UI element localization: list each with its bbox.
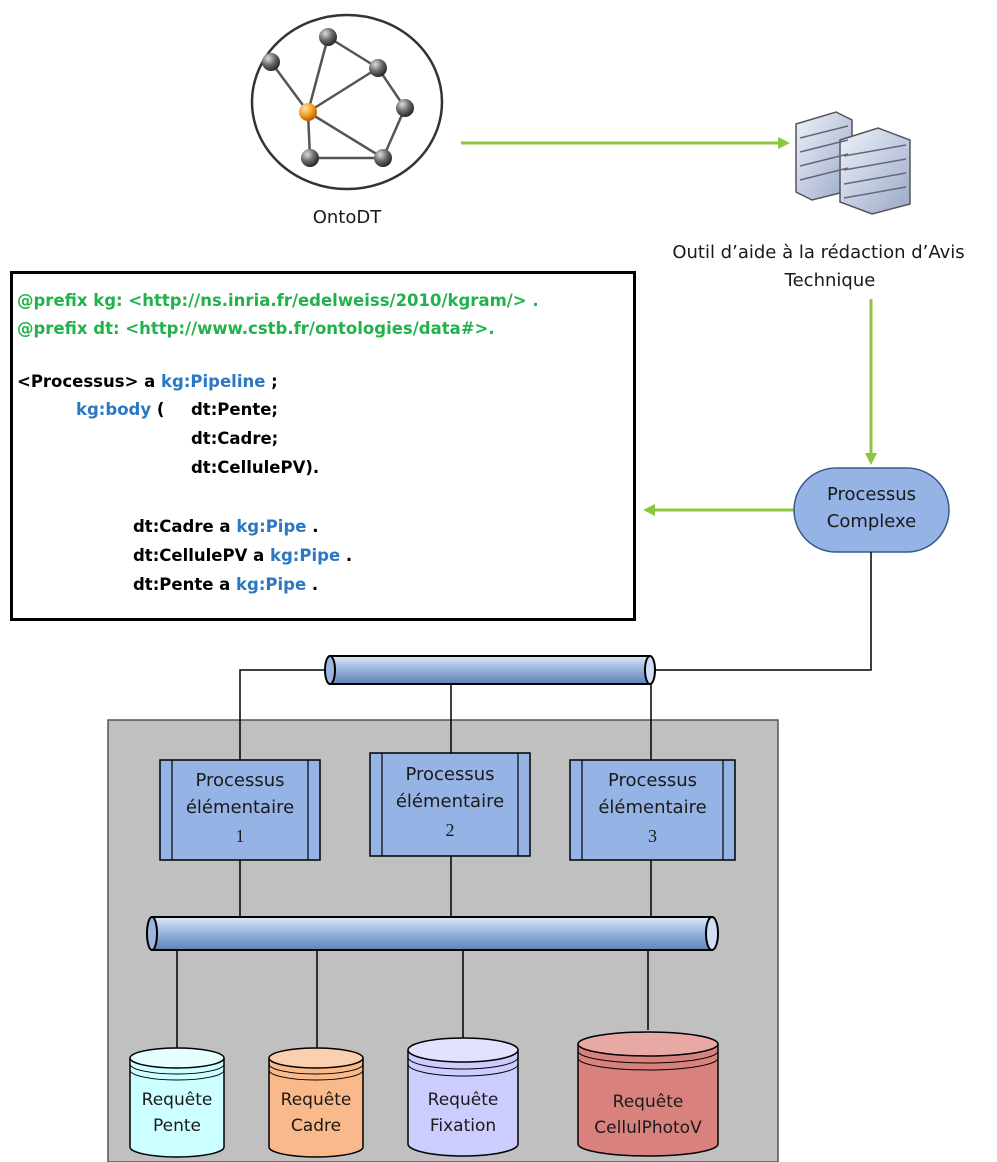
query-pente-cylinder <box>129 1047 225 1158</box>
code-stmt-end: . <box>306 517 319 536</box>
code-pipe-term: kg:Pipe <box>270 546 341 565</box>
elementary-process-3-line1: Processus <box>607 770 698 791</box>
elementary-process-2-box <box>369 752 531 857</box>
bottom-pipe <box>146 916 719 951</box>
query-cellul-line2: CellulPhotoV <box>594 1118 702 1138</box>
elementary-process-1-line3: 1 <box>235 826 245 846</box>
query-cadre-line1: Requête <box>280 1090 352 1110</box>
elementary-process-3-line3: 3 <box>648 826 657 846</box>
code-item-cellule: dt:CellulePV). <box>191 458 320 477</box>
code-body-line: kg:body ( <box>76 400 164 420</box>
query-pente-line2: Pente <box>152 1116 201 1136</box>
query-fixation-line1: Requête <box>427 1090 499 1110</box>
elementary-process-1-box <box>159 759 321 861</box>
elementary-process-2-line3: 2 <box>445 820 455 840</box>
elementary-process-2-line1: Processus <box>405 764 495 785</box>
complex-process-label-line1: Processus <box>826 484 917 505</box>
query-pente-line1: Requête <box>141 1090 213 1110</box>
ontology-label: OntoDT <box>312 207 382 228</box>
connector-pipe-to-process-1 <box>239 669 330 760</box>
query-cadre-line2: Cadre <box>290 1116 342 1136</box>
code-stmt-cellule: dt:CellulePV a <box>133 546 270 565</box>
complex-process-shape <box>793 467 950 553</box>
code-body-open: ( <box>151 400 165 419</box>
code-stmt-cellule-line: dt:CellulePV a kg:Pipe . <box>133 546 352 566</box>
rdf-code-box: @prefix kg: <http://ns.inria.fr/edelweis… <box>10 271 636 621</box>
tool-label-line1: Outil d’aide à la rédaction d’Avis <box>672 242 965 263</box>
code-pipeline-end: ; <box>265 372 278 391</box>
elementary-process-1-line2: élémentaire <box>185 797 295 818</box>
code-processus-subject: <Processus> a <box>17 372 162 391</box>
query-fixation-cylinder <box>407 1037 519 1157</box>
code-pipe-term: kg:Pipe <box>236 517 307 536</box>
complex-process-label-line2: Complexe <box>826 511 917 532</box>
code-stmt-end: . <box>340 546 353 565</box>
elementary-process-3-box <box>569 759 736 861</box>
code-prefix-dt: @prefix dt: <http://www.cstb.fr/ontologi… <box>17 319 495 338</box>
tool-label-line2: Technique <box>784 270 876 291</box>
query-cadre-cylinder <box>268 1047 364 1158</box>
query-fixation-line2: Fixation <box>429 1116 497 1136</box>
elementary-process-1-line1: Processus <box>195 770 285 791</box>
elementary-process-2-line2: élémentaire <box>395 791 505 812</box>
code-stmt-end: . <box>306 575 319 594</box>
query-cellul-cylinder <box>577 1031 719 1157</box>
code-stmt-cadre-line: dt:Cadre a kg:Pipe . <box>133 517 318 537</box>
code-item-pente: dt:Pente; <box>191 400 279 419</box>
elementary-process-3-line2: élémentaire <box>598 797 707 818</box>
code-body-term: kg:body <box>76 400 152 419</box>
server-icon <box>795 111 911 215</box>
top-pipe <box>324 655 656 685</box>
code-stmt-pente: dt:Pente a <box>133 575 237 594</box>
code-prefix-kg: @prefix kg: <http://ns.inria.fr/edelweis… <box>17 291 539 310</box>
code-item-cadre: dt:Cadre; <box>191 429 279 448</box>
code-processus-line: <Processus> a kg:Pipeline ; <box>17 372 278 392</box>
ontology-graph-icon <box>250 13 444 191</box>
query-cellul-line1: Requête <box>612 1092 684 1112</box>
code-pipe-term: kg:Pipe <box>236 575 307 594</box>
code-stmt-pente-line: dt:Pente a kg:Pipe . <box>133 575 318 595</box>
code-stmt-cadre: dt:Cadre a <box>133 517 237 536</box>
code-pipeline-term: kg:Pipeline <box>161 372 266 391</box>
connector-complex-to-pipe <box>650 552 872 671</box>
